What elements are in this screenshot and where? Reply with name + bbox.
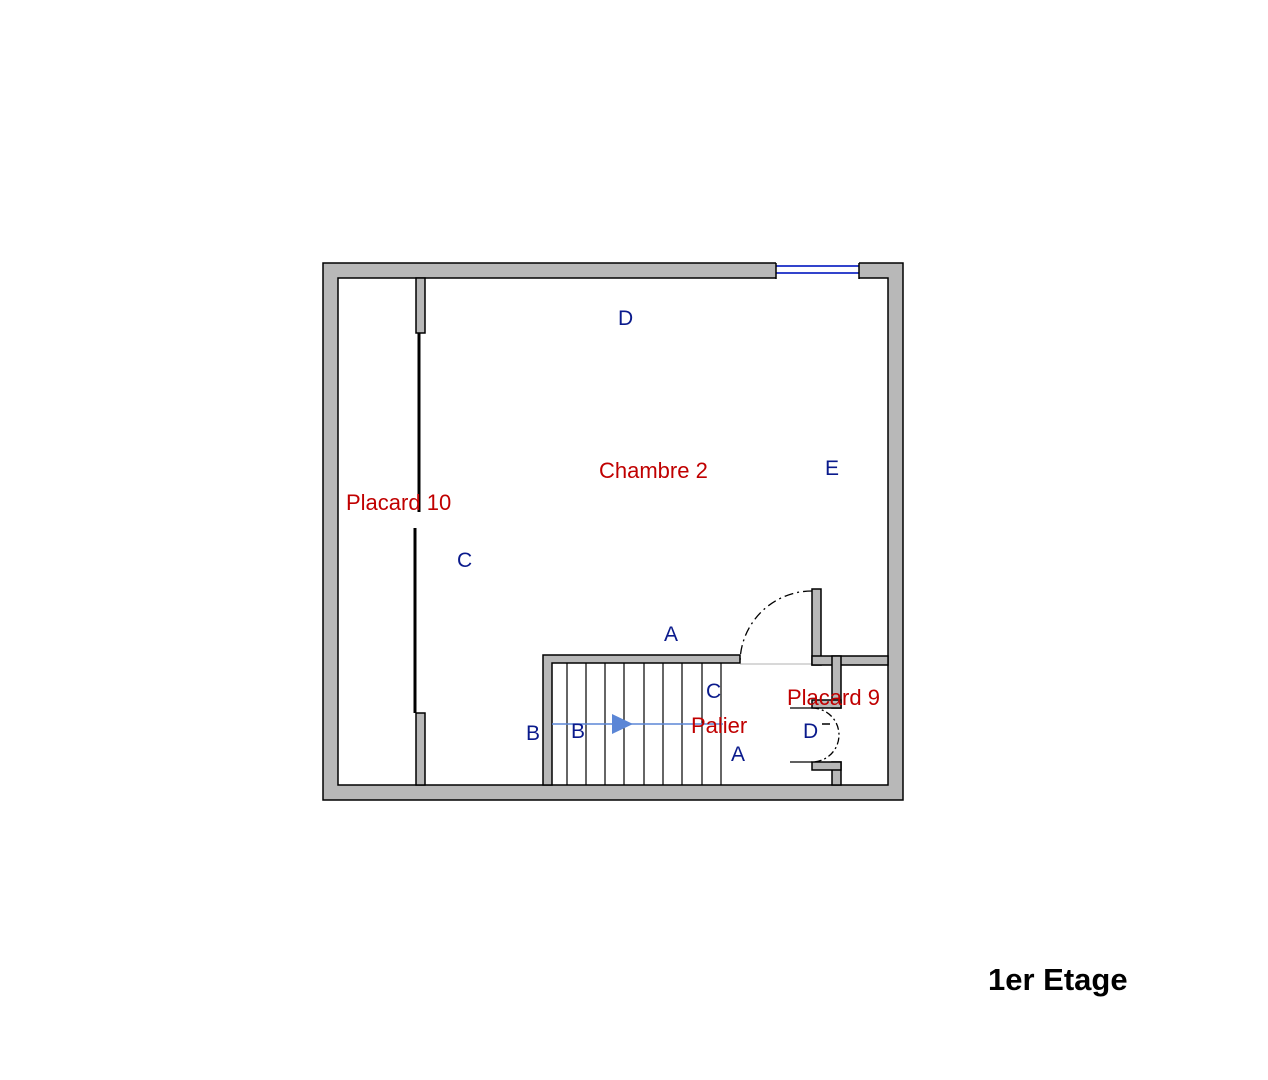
stair-wall (542, 654, 741, 786)
outer-wall (322, 262, 904, 801)
placard-9-door-swing (811, 707, 840, 763)
window-opening (776, 262, 859, 279)
room-label-placard-9: Placard 9 (787, 685, 880, 710)
placard-10-partition-top (415, 277, 426, 334)
door-jamb-wall (811, 588, 822, 666)
wall-letter-chambre-left: C (457, 549, 472, 572)
room-label-chambre-2: Chambre 2 (599, 458, 708, 483)
wall-letter-chambre-top: D (618, 307, 633, 330)
placard-9-jamb-bottom (811, 761, 842, 771)
wall-letter-chambre-right: E (825, 457, 839, 480)
room-label-placard-10: Placard 10 (346, 490, 451, 515)
stair-arrow-head (612, 714, 633, 734)
wall-letter-placard-9-left: D (803, 720, 818, 743)
wall-letter-palier-left-outer: B (526, 722, 540, 745)
placard-9-jamb-top (811, 699, 842, 709)
wall-letter-palier-top: C (706, 680, 721, 703)
floor-title: 1er Etage (988, 962, 1128, 997)
bedroom-door-swing (739, 590, 813, 664)
room-label-palier: Palier (691, 713, 747, 738)
placard-10-partition-bottom (415, 712, 426, 786)
wall-letter-palier-left-inner: B (571, 720, 585, 743)
wall-letter-chambre-bottom: A (664, 623, 678, 646)
bedroom-wall-right-stub (811, 655, 889, 666)
wall-letter-palier-bottom: A (731, 743, 745, 766)
